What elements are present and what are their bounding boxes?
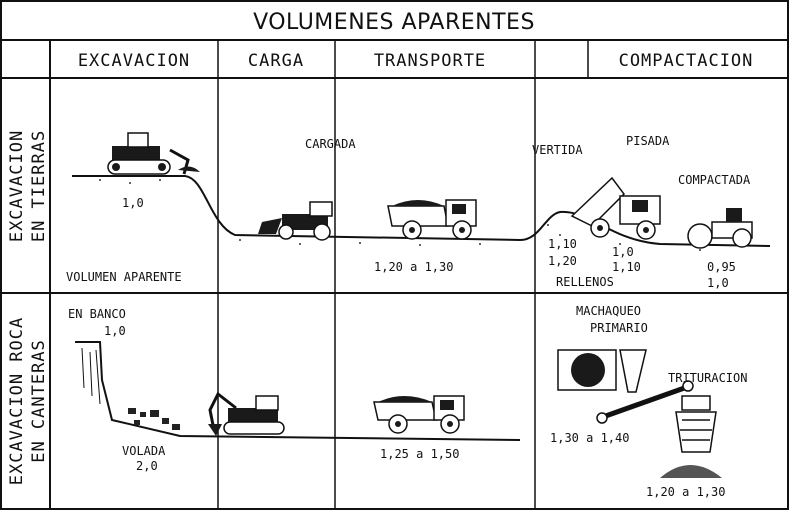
dump-truck-loaded-icon [387, 199, 477, 240]
excavator-icon [208, 391, 285, 436]
label-primario: PRIMARIO [590, 321, 648, 335]
cone-crusher-icon [675, 395, 717, 453]
ground-profile-roca [75, 341, 521, 441]
value-vertida-2: 1,20 [548, 254, 577, 268]
value-machaqueo: 1,30 a 1,40 [550, 431, 629, 445]
ground-dots-tierras [99, 179, 701, 251]
row-label-tierras-1: EXCAVACION [7, 130, 27, 242]
label-volumen-aparente: VOLUMEN APARENTE [66, 270, 182, 284]
header-excavacion: EXCAVACION [78, 51, 190, 71]
loader-icon [258, 201, 333, 241]
value-pisada-1: 1,0 [612, 245, 634, 259]
value-roca-banco: 1,0 [104, 324, 126, 338]
dump-truck-roca-icon [373, 395, 465, 434]
cliff-hatching [81, 347, 101, 405]
row-label-tierras-2: EN TIERRAS [29, 130, 49, 242]
row-label-tierras: EXCAVACION EN TIERRAS [7, 130, 49, 242]
label-volada: VOLADA [122, 444, 166, 458]
tipping-truck-icon [570, 176, 661, 240]
label-trituracion: TRITURACION [668, 371, 747, 385]
label-en-banco: EN BANCO [68, 307, 126, 321]
value-tierras-transporte: 1,20 a 1,30 [374, 260, 453, 274]
value-pisada-2: 1,10 [612, 260, 641, 274]
bulldozer-icon [107, 132, 200, 175]
conveyor-icon [596, 380, 694, 424]
rock-rubble-icon [128, 408, 180, 430]
row-label-roca-1: EXCAVACION ROCA [7, 317, 27, 486]
label-rellenos: RELLENOS [556, 275, 614, 289]
header-carga: CARGA [248, 51, 304, 71]
value-trituracion: 1,20 a 1,30 [646, 485, 725, 499]
header-compactacion: COMPACTACION [619, 51, 754, 71]
value-roca-transporte: 1,25 a 1,50 [380, 447, 459, 461]
label-compactada: COMPACTADA [678, 173, 751, 187]
value-tierras-banco: 1,0 [122, 196, 144, 210]
value-compactada-2: 1,0 [707, 276, 729, 290]
jaw-crusher-icon [557, 349, 647, 393]
roller-compactor-icon [687, 208, 753, 249]
header-transporte: TRANSPORTE [374, 51, 486, 71]
row-label-roca-2: EN CANTERAS [29, 339, 49, 463]
label-machaqueo: MACHAQUEO [576, 304, 641, 318]
value-compactada-1: 0,95 [707, 260, 736, 274]
value-volada: 2,0 [136, 459, 158, 473]
ground-profile-tierras [72, 175, 771, 247]
aggregate-pile-icon [660, 465, 722, 478]
diagram-title: VOLUMENES APARENTES [253, 10, 535, 35]
label-cargada: CARGADA [305, 137, 356, 151]
label-pisada: PISADA [626, 134, 670, 148]
row-label-roca: EXCAVACION ROCA EN CANTERAS [7, 317, 49, 486]
value-vertida-1: 1,10 [548, 237, 577, 251]
label-vertida: VERTIDA [532, 143, 583, 157]
